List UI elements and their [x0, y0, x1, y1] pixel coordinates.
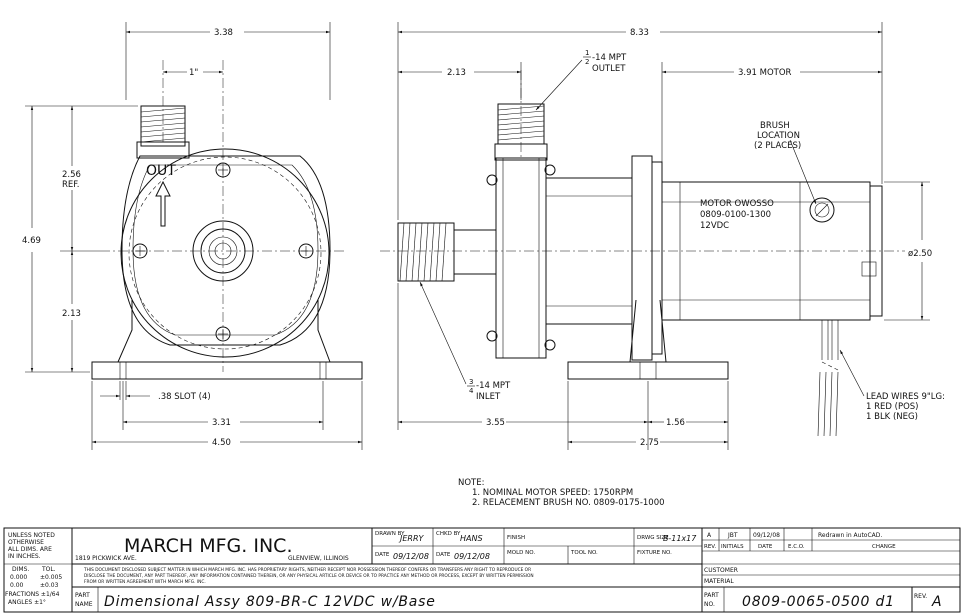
inlet-frac-den: 4: [469, 387, 474, 395]
motor-label-3: 12VDC: [700, 221, 729, 231]
chkd-by-label: CHKD BY: [436, 531, 461, 537]
disclaimer-1: THIS DOCUMENT DISCLOSED SUBJECT MATTER I…: [83, 567, 531, 573]
outlet-spec: -14 MPT: [592, 53, 627, 63]
dim-slot: .38 SLOT (4): [158, 392, 211, 402]
drwg-size-label: DRWG SIZE: [637, 535, 669, 541]
tol-line-2: OTHERWISE: [8, 539, 44, 546]
drwg-size-value: B-11x17: [663, 534, 697, 543]
rev-value: A: [931, 594, 942, 610]
inlet-spec: -14 MPT: [476, 381, 511, 391]
dim-base-inner: 3.31: [212, 418, 231, 428]
lead-label-2: 1 RED (POS): [866, 402, 918, 412]
brush-label-2: LOCATION: [757, 131, 800, 141]
part-no-label-1: PART: [704, 592, 719, 599]
dim-outlet-offset-side: 2.13: [447, 68, 466, 78]
dim-outlet-offset: 1": [189, 68, 198, 78]
rev-hdr-date: DATE: [758, 544, 773, 550]
rev-hdr-rev: REV.: [704, 544, 716, 550]
lead-label-3: 1 BLK (NEG): [866, 412, 918, 422]
lead-label-1: LEAD WIRES 9"LG:: [866, 392, 945, 402]
tol-tol: TOL.: [41, 566, 56, 573]
company-name: MARCH MFG. INC.: [124, 535, 293, 557]
inlet-frac-num: 3: [469, 378, 473, 386]
tol-row1-b: ±0.005: [40, 574, 62, 581]
customer-label: CUSTOMER: [704, 567, 738, 574]
dim-height-lower: 2.13: [62, 309, 81, 319]
notes-line-1: 1. NOMINAL MOTOR SPEED: 1750RPM: [472, 488, 633, 498]
title-block: UNLESS NOTED OTHERWISE ALL DIMS. ARE IN …: [3, 527, 961, 613]
outlet-frac-num: 1: [585, 49, 589, 57]
chkd-by-value: HANS: [460, 534, 483, 543]
dim-front-width-top: 3.38: [214, 28, 233, 38]
dim-base-mount: 1.56: [666, 418, 685, 428]
disclaimer-3: FROM OR WRITTEN AGREEMENT WITH MARCH MFG…: [84, 579, 206, 585]
tol-line-4: IN INCHES.: [8, 553, 41, 560]
dim-total-height: 4.69: [22, 236, 41, 246]
part-name-label-2: NAME: [75, 601, 93, 608]
part-name-label-1: PART: [75, 592, 90, 599]
drawn-by-label: DRAWN BY: [375, 531, 405, 537]
drawn-by-value: JERRY: [398, 534, 425, 543]
fixture-label: FIXTURE NO.: [637, 550, 672, 556]
tol-dims: DIMS.: [12, 566, 29, 573]
rev-hdr-change: CHANGE: [872, 544, 896, 550]
front-view: OUT 3.38 1" 4.69 2.56 REF. 2.13 .38 SLOT…: [22, 22, 363, 450]
motor-label-1: MOTOR OWOSSO: [700, 199, 774, 209]
tol-row1-a: 0.000: [10, 574, 27, 581]
tol-fractions: FRACTIONS ±1/64: [5, 591, 60, 598]
disclaimer-2: DISCLOSE THE DOCUMENT, ANY PART THEREOF,…: [84, 573, 534, 579]
side-view: MOTOR OWOSSO 0809-0100-1300 12VDC BRUSH …: [380, 22, 945, 450]
company-city: GLENVIEW, ILLINOIS: [288, 555, 349, 562]
part-name: Dimensional Assy 809-BR-C 12VDC w/Base: [104, 594, 436, 610]
flow-arrow-icon: [155, 180, 171, 227]
dim-motor-dia: ø2.50: [908, 249, 932, 259]
dim-base-length: 2.75: [640, 438, 659, 448]
material-label: MATERIAL: [704, 578, 734, 585]
rev-row-letter: A: [707, 532, 712, 539]
finish-label: FINISH: [507, 535, 525, 541]
dim-height-upper-ref: REF.: [62, 180, 80, 190]
tool-label: TOOL NO.: [570, 550, 598, 556]
screw-icon: [132, 162, 314, 342]
tol-angles: ANGLES ±1°: [8, 599, 46, 606]
tol-line-3: ALL DIMS. ARE: [8, 546, 52, 553]
rev-hdr-eco: E.C.O.: [788, 544, 805, 550]
rev-row-initials: JBT: [727, 532, 738, 539]
tol-row2-a: 0.00: [10, 582, 24, 589]
rev-row-date: 09/12/08: [753, 532, 780, 539]
dim-height-upper: 2.56: [62, 170, 81, 180]
date-chkd: 09/12/08: [454, 552, 490, 561]
outlet-frac-den: 2: [585, 58, 589, 66]
part-no-label-2: NO.: [704, 601, 715, 608]
inlet-word: INLET: [476, 392, 501, 402]
rev-label: REV.: [914, 593, 927, 600]
brush-label-3: (2 PLACES): [754, 141, 801, 151]
out-label: OUT: [146, 163, 176, 179]
date-drawn: 09/12/08: [393, 552, 429, 561]
dim-base-outer: 4.50: [212, 438, 231, 448]
notes-line-2: 2. RELACEMENT BRUSH NO. 0809-0175-1000: [472, 498, 665, 508]
dim-inlet-length: 3.55: [486, 418, 505, 428]
notes-title: NOTE:: [458, 478, 484, 488]
motor-label-2: 0809-0100-1300: [700, 210, 771, 220]
dim-motor-length: 3.91 MOTOR: [738, 68, 792, 78]
date-label-chkd: DATE: [436, 552, 451, 558]
tol-line-1: UNLESS NOTED: [8, 532, 55, 539]
rev-hdr-initials: INITIALS: [721, 544, 744, 550]
brush-label-1: BRUSH: [760, 121, 790, 131]
date-label-drawn: DATE: [375, 552, 390, 558]
company-address: 1819 PICKWICK AVE.: [75, 555, 137, 562]
dim-overall-length: 8.33: [630, 28, 649, 38]
notes: NOTE: 1. NOMINAL MOTOR SPEED: 1750RPM 2.…: [458, 478, 665, 508]
outlet-word: OUTLET: [592, 64, 626, 74]
part-number: 0809-0065-0500 d1: [742, 594, 895, 610]
mold-label: MOLD NO.: [507, 550, 535, 556]
tol-row2-b: ±0.03: [40, 582, 59, 589]
rev-row-change: Redrawn in AutoCAD.: [818, 532, 882, 539]
